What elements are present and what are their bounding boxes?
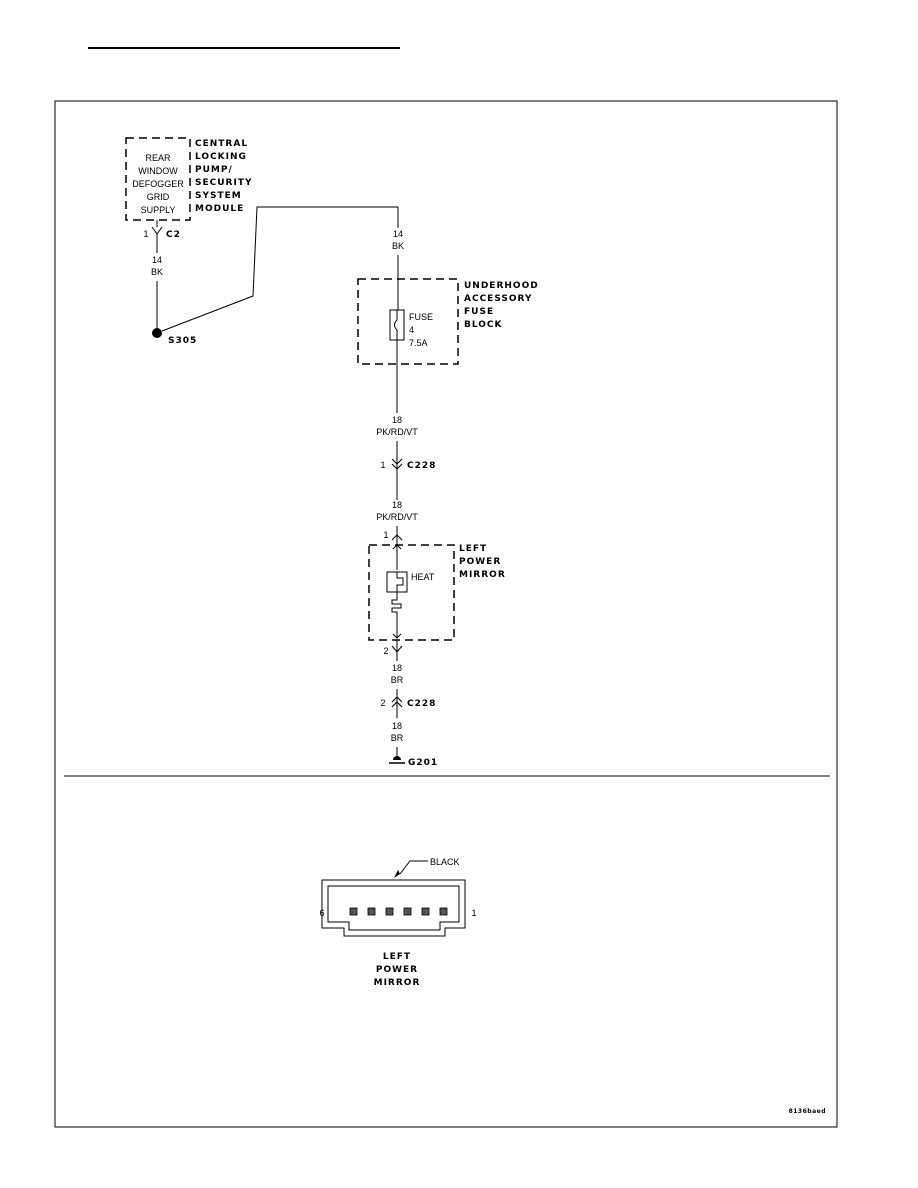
mirror-pin-in-symbol — [391, 534, 403, 541]
wire-c228-mirror-gauge: 18 — [392, 500, 402, 510]
connector-c228-lower-pin: 2 — [380, 698, 385, 708]
figure-id: 8136baed — [789, 1108, 826, 1115]
connector-c228-upper-symbol-1 — [391, 458, 403, 465]
mirror-box — [368, 544, 455, 641]
fuse-block-box — [357, 278, 459, 365]
connector-c228-lower: 2 C228 — [380, 696, 436, 709]
connector-c228-upper: 1 C228 — [380, 458, 436, 471]
page-frame — [54, 100, 838, 1128]
connector-name-1: LEFT — [383, 952, 411, 962]
wire-module-gauge: 14 — [152, 255, 162, 265]
mirror-pin-in: 1 — [383, 530, 388, 540]
wire-module-color: BK — [151, 267, 163, 277]
connector-c2-pin: 1 — [143, 229, 148, 239]
connector-name-2: POWER — [376, 965, 418, 975]
connector-c228-upper-pin: 1 — [380, 460, 385, 470]
fuse-rating: 7.5A — [409, 338, 428, 348]
connector-name-3: MIRROR — [374, 978, 421, 988]
fuse-block-name-1: UNDERHOOD — [464, 281, 539, 291]
module-name-line-4: SECURITY — [195, 178, 252, 188]
fuse-block: FUSE 4 7.5A UNDERHOOD ACCESSORY FUSE BLO… — [357, 278, 539, 365]
module-name-line-3: PUMP/ — [195, 165, 233, 175]
module-name-line-1: CENTRAL — [195, 139, 248, 149]
connector-c2-name: C2 — [166, 230, 181, 240]
wire-fuse-c228-color: PK/RD/VT — [376, 427, 418, 437]
wire-ground-color: BR — [391, 733, 404, 743]
connector-c228-lower-symbol-2 — [391, 701, 403, 708]
wire-c228-mirror-color: PK/RD/VT — [376, 512, 418, 522]
left-power-mirror: 1 HEAT LEFT POWER MIRROR 2 — [368, 530, 506, 656]
splice-name: S305 — [168, 336, 197, 346]
connector-cavity-2 — [421, 907, 430, 916]
module-name-line-6: MODULE — [195, 204, 244, 214]
module-inner-line-5: SUPPLY — [141, 205, 176, 215]
mirror-pin-out: 2 — [383, 646, 388, 656]
connector-cavity-1 — [439, 907, 448, 916]
security-module: REAR WINDOW DEFOGGER GRID SUPPLY CENTRAL… — [125, 137, 252, 221]
wire-mirror-c228-gauge: 18 — [392, 663, 402, 673]
fuse-block-name-3: FUSE — [464, 307, 494, 317]
ground-name: G201 — [408, 758, 438, 768]
connector-cavity-6 — [349, 907, 358, 916]
connector-color-leader — [399, 860, 428, 875]
heater-resistor — [391, 592, 402, 638]
connector-c228-upper-name: C228 — [407, 461, 436, 471]
fuse-element — [394, 310, 398, 340]
connector-color-arrowhead — [394, 870, 400, 878]
connector-c2-symbol — [151, 226, 163, 235]
module-inner-line-2: WINDOW — [138, 166, 178, 176]
connector-cavity-4 — [385, 907, 394, 916]
fuse-number: 4 — [409, 325, 414, 335]
wire-ground-gauge: 18 — [392, 721, 402, 731]
fuse-label: FUSE — [409, 312, 433, 322]
wire-fuse-c228-gauge: 18 — [392, 415, 402, 425]
mirror-arrow-top — [392, 544, 402, 550]
mirror-name-3: MIRROR — [459, 570, 506, 580]
wire-mirror-c228-color: BR — [391, 675, 404, 685]
fuse-block-name-2: ACCESSORY — [464, 294, 533, 304]
connector-c2: 1 C2 — [143, 226, 181, 240]
mirror-name-1: LEFT — [459, 544, 487, 554]
module-inner-line-4: GRID — [147, 192, 170, 202]
connector-pin-right: 1 — [471, 908, 476, 918]
mirror-arrow-bottom — [392, 633, 402, 639]
heater-label: HEAT — [411, 572, 435, 582]
module-name-line-2: LOCKING — [195, 152, 247, 162]
module-inner-line-1: REAR — [145, 153, 171, 163]
connector-c228-lower-symbol-1 — [391, 696, 403, 703]
module-inner-line-3: DEFOGGER — [132, 179, 184, 189]
wire-fuse-color: BK — [392, 241, 404, 251]
connector-c228-lower-name: C228 — [407, 699, 436, 709]
connector-c228-upper-symbol-2 — [391, 463, 403, 470]
ground-g201: G201 — [389, 756, 438, 768]
module-box — [125, 137, 191, 221]
connector-cavity-3 — [403, 907, 412, 916]
module-name-line-5: SYSTEM — [195, 191, 242, 201]
connector-outline-outer — [321, 879, 466, 937]
connector-outline-inner — [327, 885, 460, 931]
ground-symbol — [393, 756, 401, 760]
connector-pin-left: 6 — [319, 908, 324, 918]
heater-element — [396, 572, 404, 592]
connector-color-label: BLACK — [430, 857, 460, 867]
fuse-block-name-4: BLOCK — [464, 320, 503, 330]
wire-fuse-gauge: 14 — [393, 229, 403, 239]
connector-cavity-5 — [367, 907, 376, 916]
mirror-name-2: POWER — [459, 557, 501, 567]
wire-splice-to-fuse — [161, 206, 399, 332]
connector-face-view: BLACK 6 1 LEFT POWER MIRROR — [319, 857, 476, 988]
splice-dot — [152, 328, 162, 338]
